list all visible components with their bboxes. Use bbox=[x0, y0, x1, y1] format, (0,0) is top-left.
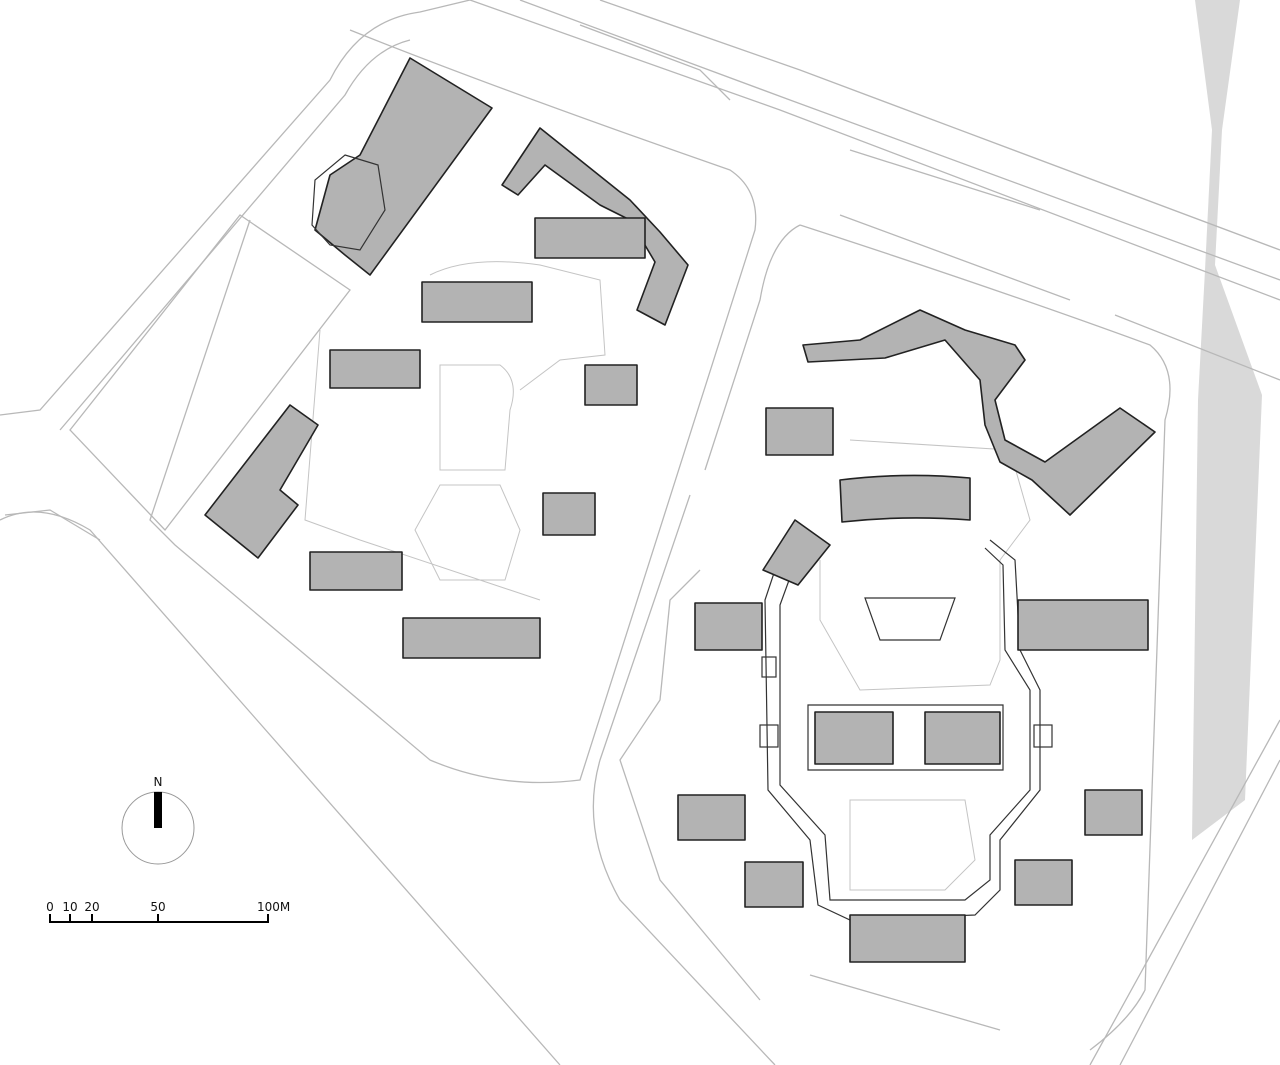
scale-tick-10: 10 bbox=[62, 900, 77, 914]
building bbox=[501, 127, 689, 326]
north-arrow: N bbox=[121, 775, 195, 865]
building bbox=[309, 551, 403, 591]
river bbox=[1192, 0, 1262, 840]
building bbox=[542, 492, 596, 536]
north-label: N bbox=[154, 775, 163, 789]
scale-tick-50: 50 bbox=[150, 900, 165, 914]
buildings bbox=[204, 57, 1156, 963]
building bbox=[924, 711, 1001, 765]
building bbox=[802, 309, 1156, 516]
building bbox=[421, 281, 533, 323]
building bbox=[849, 914, 966, 963]
building-dome bbox=[311, 154, 386, 251]
building bbox=[694, 602, 763, 651]
building bbox=[534, 217, 646, 259]
ring-walkway bbox=[759, 539, 1053, 921]
building bbox=[204, 404, 319, 559]
building bbox=[839, 474, 971, 523]
building bbox=[814, 711, 894, 765]
building bbox=[1084, 789, 1143, 836]
building bbox=[1014, 859, 1073, 906]
building bbox=[1017, 599, 1149, 651]
building bbox=[329, 349, 421, 389]
building bbox=[677, 794, 746, 841]
building bbox=[765, 407, 834, 456]
building bbox=[584, 364, 638, 406]
building bbox=[402, 617, 541, 659]
scale-tick-100: 100M bbox=[257, 900, 290, 914]
scale-bar: 0 10 20 50 100M bbox=[46, 900, 290, 923]
building bbox=[314, 57, 493, 276]
building bbox=[744, 861, 804, 908]
building bbox=[762, 519, 831, 586]
scale-tick-20: 20 bbox=[84, 900, 99, 914]
scale-tick-0: 0 bbox=[46, 900, 54, 914]
